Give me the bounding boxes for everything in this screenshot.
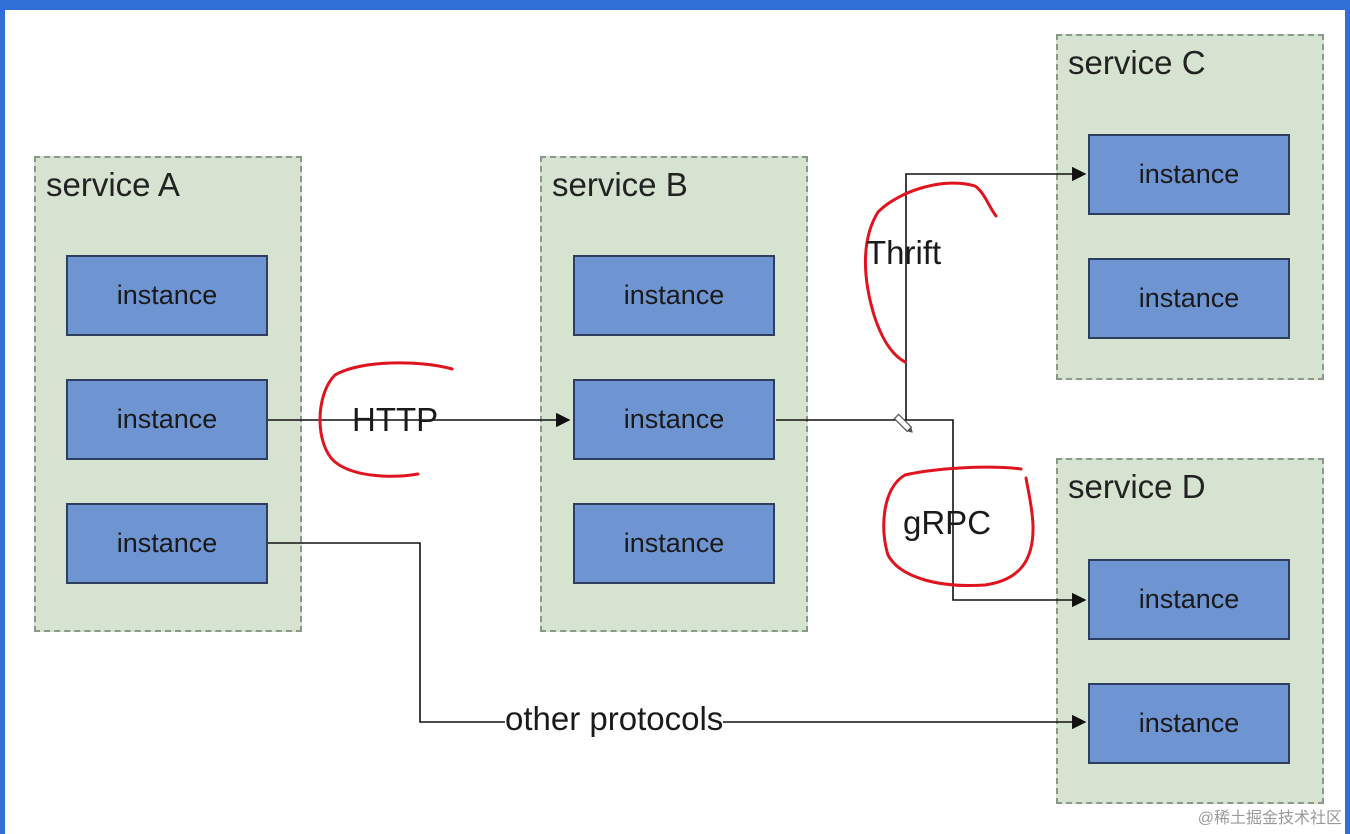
service-b-instance-1: instance: [573, 255, 775, 336]
service-c-instance-1: instance: [1088, 134, 1290, 215]
pencil-cursor-icon: [893, 413, 913, 433]
service-d-instance-2: instance: [1088, 683, 1290, 764]
window-frame-top: [0, 0, 1350, 10]
grpc-label: gRPC: [903, 504, 992, 541]
service-d-instance-1: instance: [1088, 559, 1290, 640]
window-frame-left: [0, 0, 5, 834]
window-frame-right: [1345, 0, 1350, 834]
service-c-title: service C: [1068, 44, 1206, 81]
service-b-instance-3: instance: [573, 503, 775, 584]
service-b-instance-2: instance: [573, 379, 775, 460]
http-label: HTTP: [352, 401, 439, 438]
thrift-connector: [776, 166, 1087, 421]
watermark: @稀土掘金技术社区: [1197, 810, 1342, 827]
service-a-instance-2: instance: [66, 379, 268, 460]
service-a-instance-1: instance: [66, 255, 268, 336]
service-a-title: service A: [46, 166, 180, 203]
thrift-annotation-scribble: [863, 181, 998, 364]
service-c-group: service C instance instance: [1056, 34, 1324, 380]
service-d-group: service D instance instance: [1056, 458, 1324, 804]
service-a-group: service A instance instance instance: [34, 156, 302, 632]
service-b-title: service B: [552, 166, 688, 203]
other-protocols-label: other protocols: [505, 700, 724, 737]
service-d-title: service D: [1068, 468, 1206, 505]
service-b-group: service B instance instance instance: [540, 156, 808, 632]
service-c-instance-2: instance: [1088, 258, 1290, 339]
service-a-instance-3: instance: [66, 503, 268, 584]
thrift-label: Thrift: [866, 234, 942, 271]
